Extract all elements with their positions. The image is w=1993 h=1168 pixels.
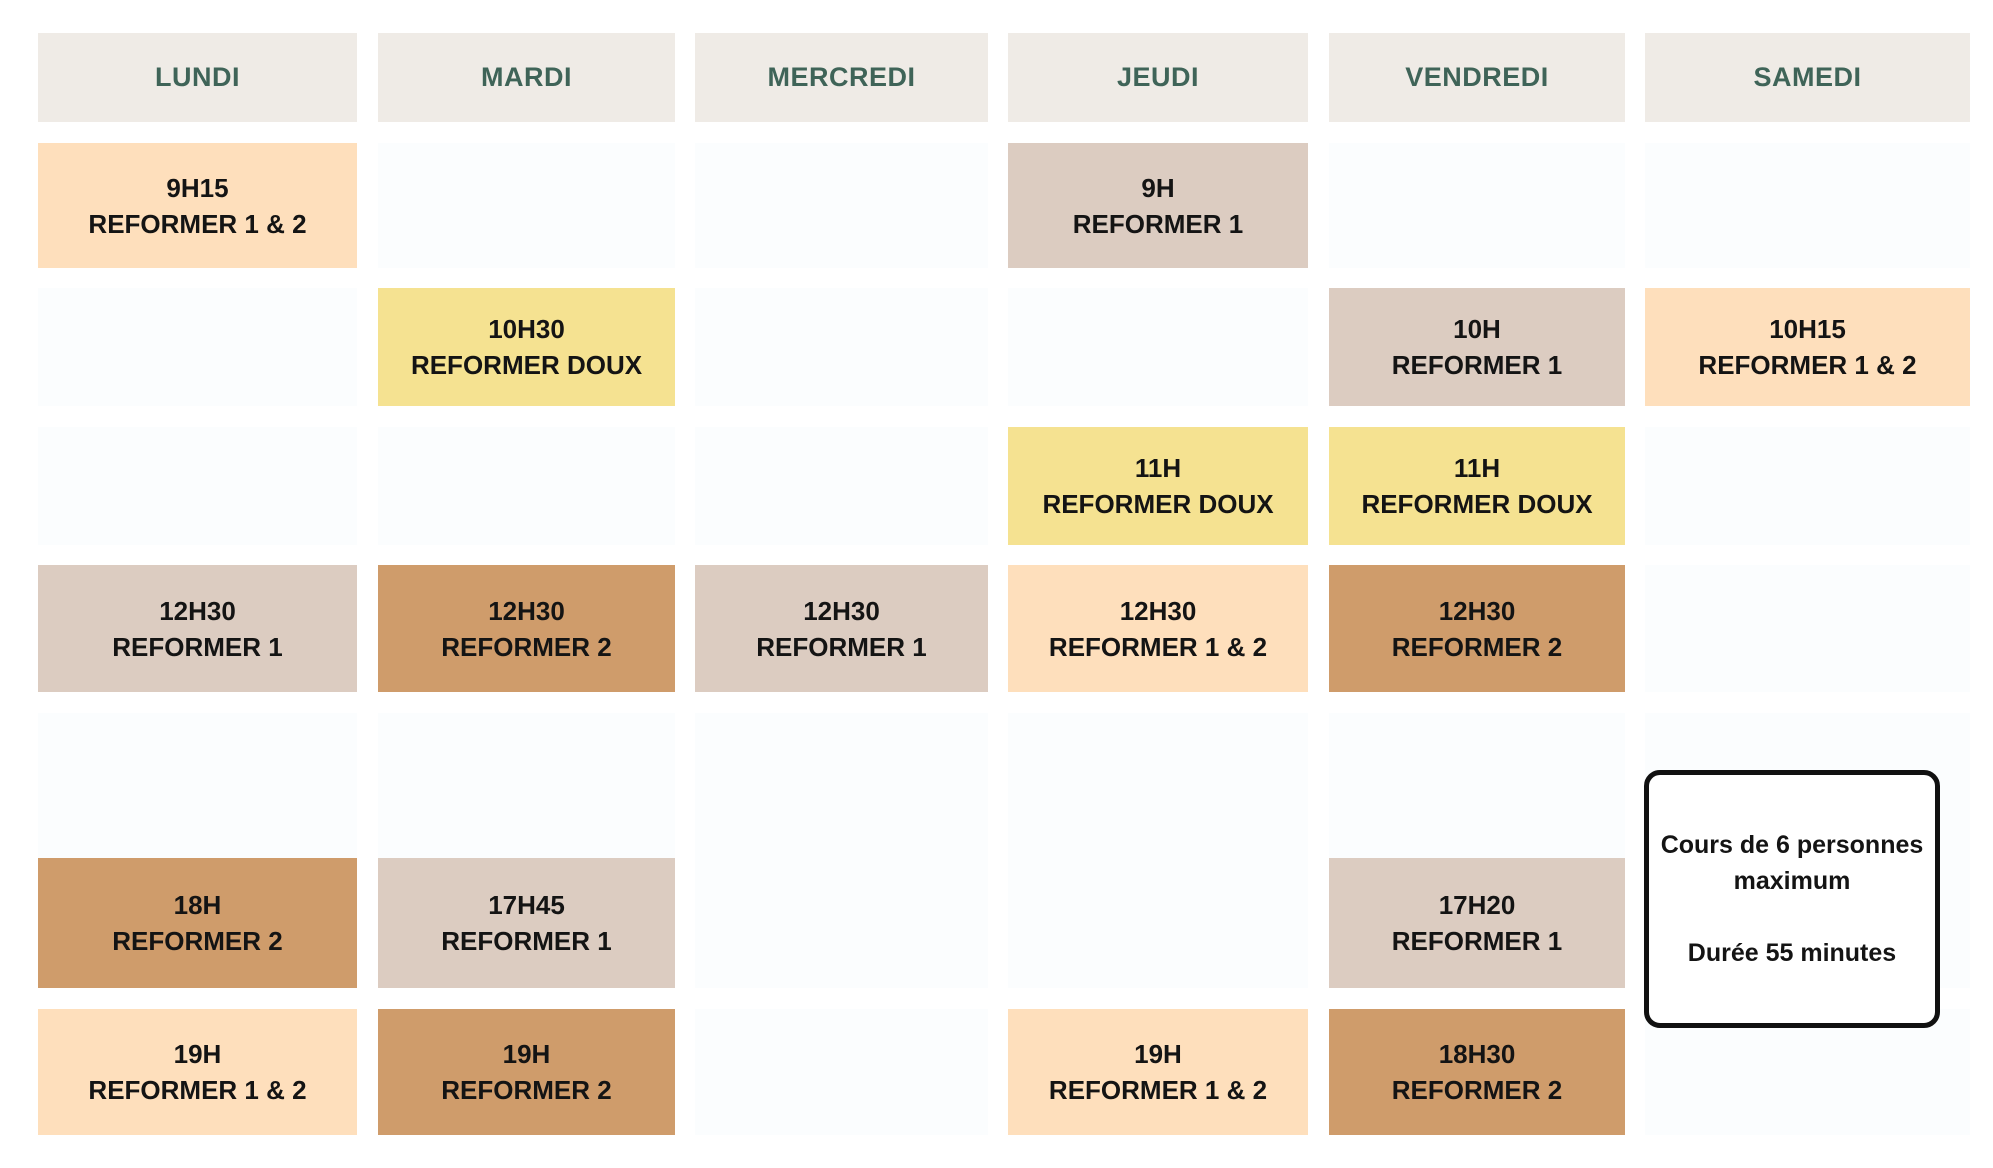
- class-name: REFORMER 1: [1072, 208, 1244, 239]
- class-time: 18H30: [1438, 1039, 1516, 1069]
- class-name: REFORMER 1 & 2: [1048, 631, 1268, 662]
- empty-cell: [38, 288, 357, 406]
- header-mercredi: MERCREDI: [695, 33, 988, 122]
- class-slot-vendredi-11h[interactable]: 11H REFORMER DOUX: [1329, 427, 1625, 545]
- empty-cell: [1008, 713, 1308, 858]
- class-slot-mercredi-1230[interactable]: 12H30 REFORMER 1: [695, 565, 988, 692]
- class-name: REFORMER 2: [441, 1075, 612, 1105]
- class-name: REFORMER 1: [756, 631, 927, 662]
- class-name: REFORMER 2: [441, 631, 612, 662]
- class-name: REFORMER 1: [441, 926, 612, 956]
- empty-cell: [378, 143, 675, 268]
- class-slot-vendredi-1720[interactable]: 17H20 REFORMER 1: [1329, 858, 1625, 988]
- info-duration: Durée 55 minutes: [1687, 939, 1897, 967]
- empty-cell: [695, 288, 988, 406]
- class-slot-jeudi-19h[interactable]: 19H REFORMER 1 & 2: [1008, 1009, 1308, 1135]
- class-slot-jeudi-11h[interactable]: 11H REFORMER DOUX: [1008, 427, 1308, 545]
- empty-cell: [1329, 143, 1625, 268]
- class-name: REFORMER DOUX: [1042, 489, 1274, 519]
- empty-cell: [1008, 858, 1308, 988]
- empty-cell: [378, 713, 675, 858]
- empty-cell: [695, 143, 988, 268]
- class-time: 11H: [1453, 453, 1501, 483]
- class-slot-lundi-19h[interactable]: 19H REFORMER 1 & 2: [38, 1009, 357, 1135]
- class-name: REFORMER DOUX: [410, 350, 643, 380]
- class-time: 10H15: [1769, 314, 1846, 344]
- class-time: 10H30: [488, 314, 565, 344]
- info-capacity-line2: maximum: [1733, 867, 1851, 895]
- class-time: 9H: [1141, 172, 1175, 203]
- class-slot-mardi-1745[interactable]: 17H45 REFORMER 1: [378, 858, 675, 988]
- empty-cell: [1329, 713, 1625, 858]
- class-slot-mardi-1230[interactable]: 12H30 REFORMER 2: [378, 565, 675, 692]
- empty-cell: [695, 427, 988, 545]
- class-time: 19H: [173, 1039, 222, 1069]
- info-box: Cours de 6 personnes maximum Durée 55 mi…: [1644, 770, 1940, 1028]
- empty-cell: [1645, 143, 1970, 268]
- empty-cell: [695, 1009, 988, 1135]
- class-name: REFORMER DOUX: [1361, 489, 1593, 519]
- empty-cell: [38, 713, 357, 858]
- class-time: 12H30: [159, 595, 236, 626]
- class-time: 12H30: [488, 595, 565, 626]
- empty-cell: [38, 427, 357, 545]
- class-time: 9H15: [166, 172, 229, 203]
- class-time: 12H30: [1119, 595, 1197, 626]
- empty-cell: [1645, 427, 1970, 545]
- empty-cell: [1008, 288, 1308, 406]
- info-capacity-line1: Cours de 6 personnes: [1660, 831, 1924, 859]
- class-slot-mardi-19h[interactable]: 19H REFORMER 2: [378, 1009, 675, 1135]
- class-name: REFORMER 1: [1391, 926, 1563, 956]
- header-lundi: LUNDI: [38, 33, 357, 122]
- class-slot-samedi-1015[interactable]: 10H15 REFORMER 1 & 2: [1645, 288, 1970, 406]
- class-slot-lundi-0915[interactable]: 9H15 REFORMER 1 & 2: [38, 143, 357, 268]
- class-slot-vendredi-1830[interactable]: 18H30 REFORMER 2: [1329, 1009, 1625, 1135]
- header-vendredi: VENDREDI: [1329, 33, 1625, 122]
- class-slot-vendredi-10h[interactable]: 10H REFORMER 1: [1329, 288, 1625, 406]
- class-name: REFORMER 1 & 2: [88, 208, 307, 239]
- class-name: REFORMER 2: [1391, 631, 1563, 662]
- class-slot-mardi-1030[interactable]: 10H30 REFORMER DOUX: [378, 288, 675, 406]
- class-time: 12H30: [1438, 595, 1516, 626]
- class-time: 19H: [502, 1039, 551, 1069]
- class-name: REFORMER 1: [112, 631, 283, 662]
- class-name: REFORMER 2: [112, 926, 283, 956]
- class-time: 11H: [1134, 453, 1182, 483]
- class-name: REFORMER 1 & 2: [1048, 1075, 1268, 1105]
- class-time: 17H20: [1438, 890, 1516, 920]
- class-slot-jeudi-9h[interactable]: 9H REFORMER 1: [1008, 143, 1308, 268]
- class-time: 12H30: [803, 595, 880, 626]
- header-samedi: SAMEDI: [1645, 33, 1970, 122]
- empty-cell: [695, 858, 988, 988]
- class-slot-lundi-18h[interactable]: 18H REFORMER 2: [38, 858, 357, 988]
- empty-cell: [1645, 565, 1970, 692]
- empty-cell: [1645, 1009, 1970, 1135]
- empty-cell: [695, 713, 988, 858]
- class-slot-vendredi-1230[interactable]: 12H30 REFORMER 2: [1329, 565, 1625, 692]
- class-name: REFORMER 1: [1391, 350, 1563, 380]
- header-jeudi: JEUDI: [1008, 33, 1308, 122]
- class-slot-jeudi-1230[interactable]: 12H30 REFORMER 1 & 2: [1008, 565, 1308, 692]
- header-mardi: MARDI: [378, 33, 675, 122]
- class-time: 17H45: [488, 890, 565, 920]
- class-name: REFORMER 1 & 2: [88, 1075, 307, 1105]
- class-slot-lundi-1230[interactable]: 12H30 REFORMER 1: [38, 565, 357, 692]
- empty-cell: [378, 427, 675, 545]
- class-time: 10H: [1453, 314, 1501, 344]
- class-time: 19H: [1134, 1039, 1182, 1069]
- class-name: REFORMER 1 & 2: [1698, 350, 1917, 380]
- class-name: REFORMER 2: [1391, 1075, 1563, 1105]
- class-time: 18H: [173, 890, 222, 920]
